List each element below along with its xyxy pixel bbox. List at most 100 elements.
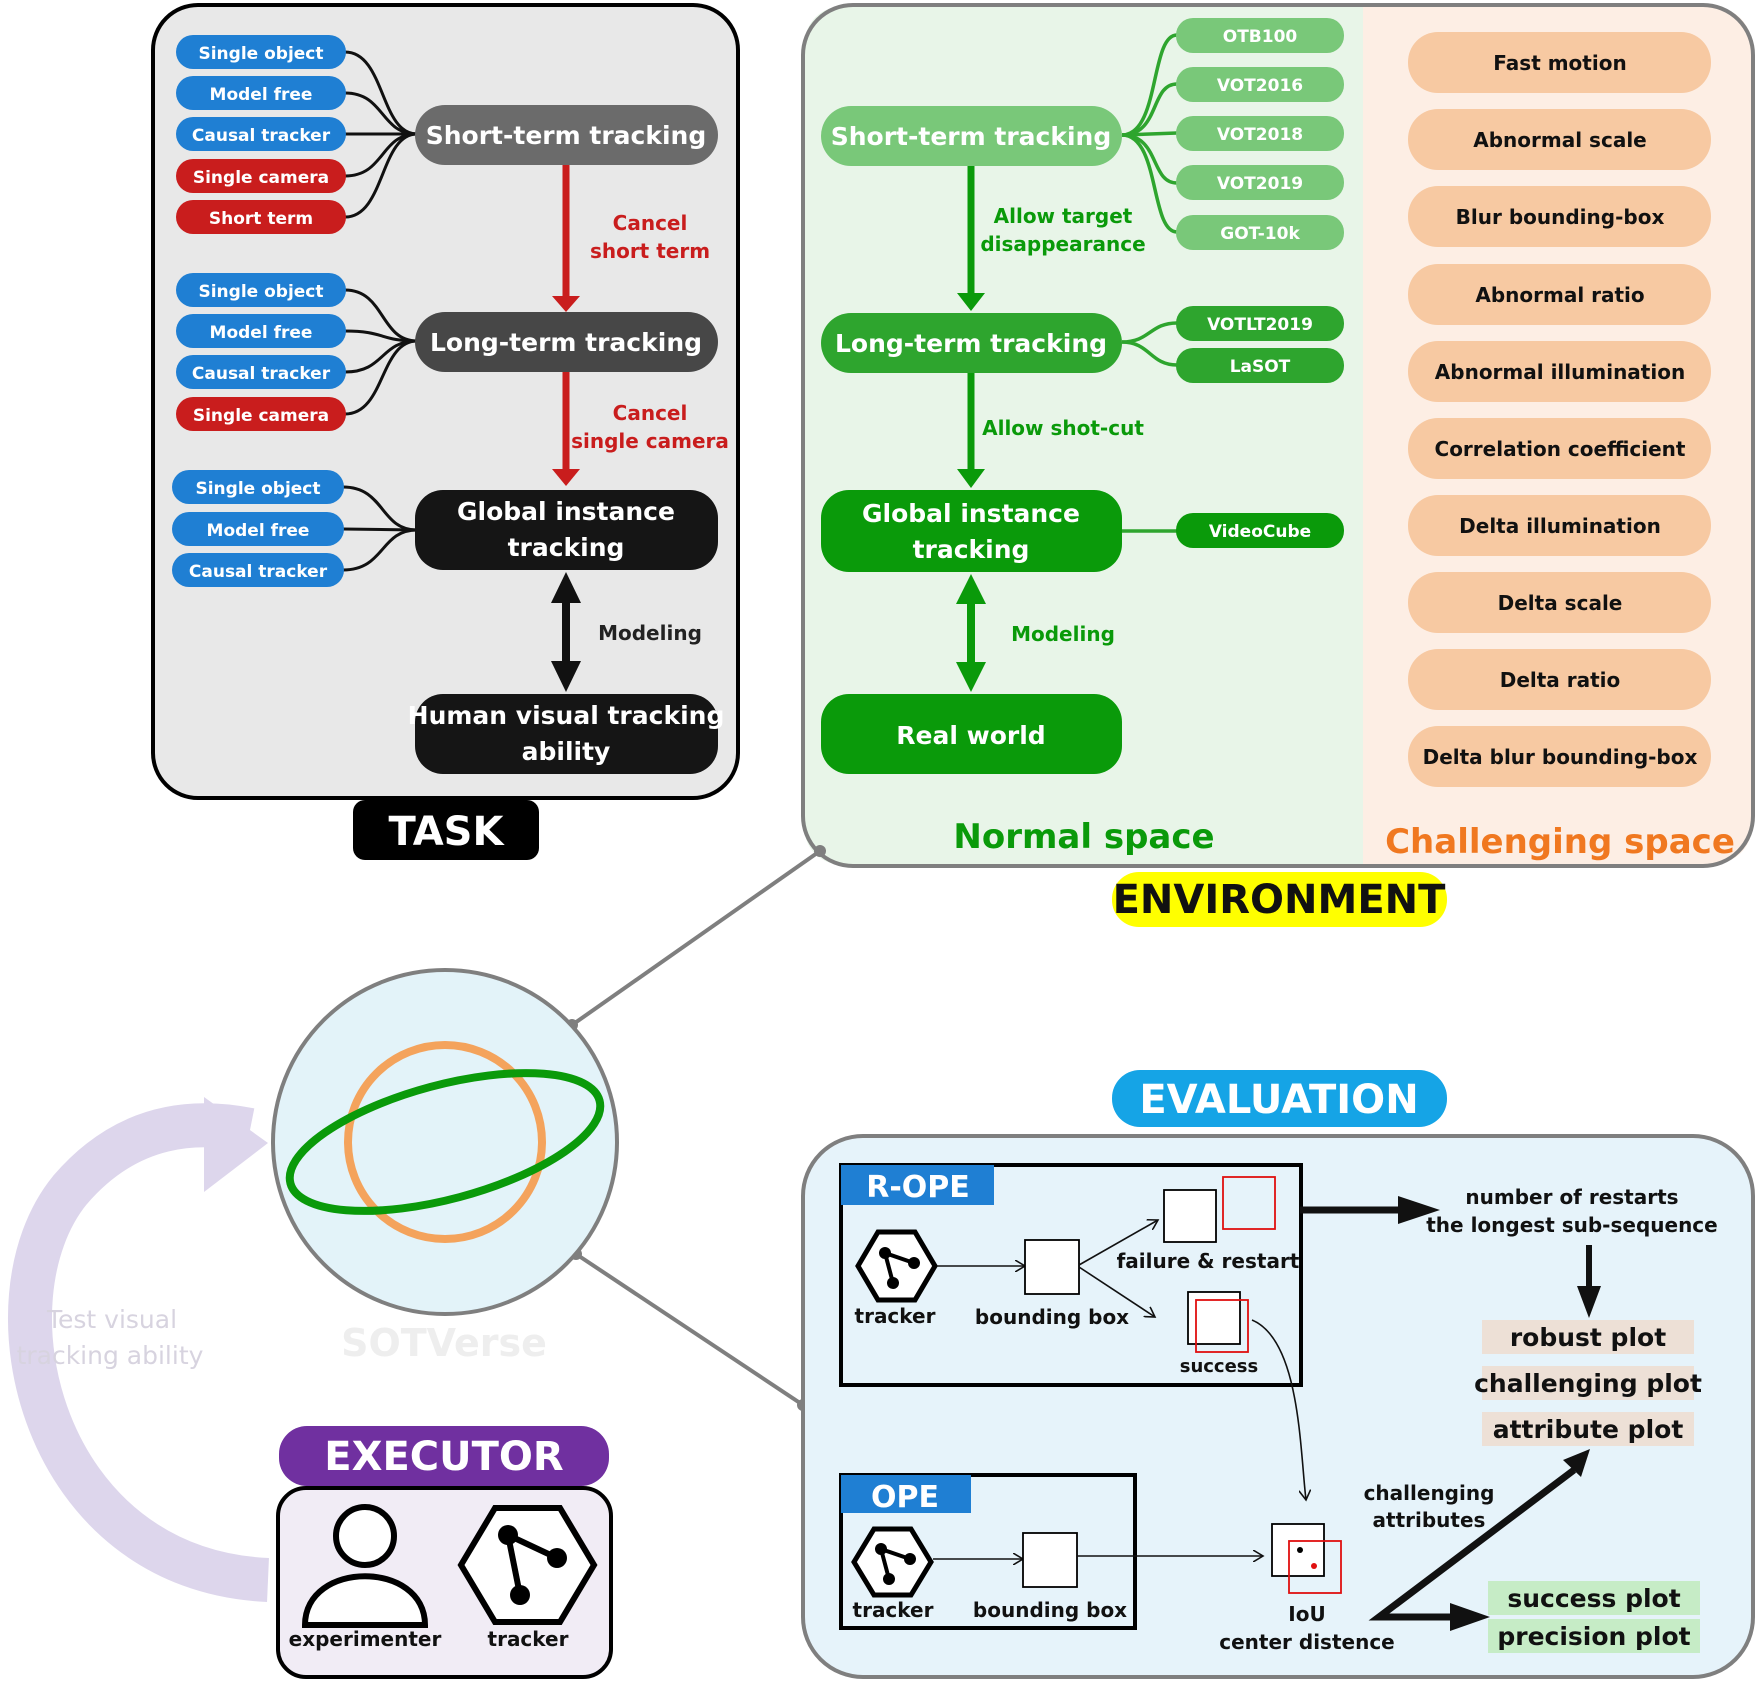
restarts-line1: number of restarts xyxy=(1465,1185,1678,1209)
challenging-space-label: Challenging space xyxy=(1385,822,1735,862)
dataset-pill: VOTLT2019 xyxy=(1176,306,1344,341)
challenge-pill: Delta ratio xyxy=(1408,649,1711,710)
challenge-pill: Fast motion xyxy=(1408,32,1711,93)
task-arrow-2-label-line1: Cancel xyxy=(613,401,688,425)
ropel-bbox-square xyxy=(1024,1239,1080,1295)
metric-line2: center distence xyxy=(1219,1630,1394,1654)
metric-line1: IoU xyxy=(1288,1602,1325,1626)
challenge-pill: Blur bounding-box xyxy=(1408,186,1711,247)
tag-single-camera: Single camera xyxy=(176,397,346,431)
plot-label: attribute plot xyxy=(1493,1415,1684,1444)
evaluation-title-badge: EVALUATION xyxy=(1112,1070,1447,1127)
ropel-box xyxy=(839,1163,1303,1387)
tag-label: Single object xyxy=(195,479,320,499)
task-arrow-3-head-down xyxy=(551,661,581,692)
ropel-arrow-to-success xyxy=(1078,1266,1155,1317)
challenge-label: Delta scale xyxy=(1498,591,1623,615)
challenge-pill: Delta blur bounding-box xyxy=(1408,726,1711,787)
node-label-line2: tracking xyxy=(508,533,625,562)
loop-label-line1: Test visual xyxy=(46,1305,177,1334)
dataset-pill: VOT2018 xyxy=(1176,116,1344,151)
env-arrow-1-label-line2: disappearance xyxy=(980,232,1145,256)
plot-robust: robust plot xyxy=(1482,1320,1694,1354)
dataset-pill: VideoCube xyxy=(1176,513,1344,548)
env-long-term-node: Long-term tracking xyxy=(821,313,1122,373)
challenging-attr-line2: attributes xyxy=(1373,1508,1486,1532)
dataset-label: GOT-10k xyxy=(1220,224,1300,244)
dataset-label: VideoCube xyxy=(1209,522,1311,542)
tag-single-object: Single object xyxy=(172,470,344,504)
tag-model-free: Model free xyxy=(176,314,346,348)
connector-dot xyxy=(814,845,826,857)
dataset-pill: VOT2019 xyxy=(1176,165,1344,200)
challenge-label: Abnormal scale xyxy=(1473,128,1646,152)
node-label: Real world xyxy=(896,721,1045,750)
task-short-connectors xyxy=(344,50,418,219)
failure-box-red xyxy=(1222,1176,1276,1230)
loop-label-line2: tracking ability xyxy=(17,1341,204,1370)
challenge-pill: Abnormal ratio xyxy=(1408,264,1711,325)
experimenter-icon xyxy=(301,1504,429,1628)
dataset-label: VOTLT2019 xyxy=(1207,315,1313,335)
challenge-label: Fast motion xyxy=(1493,51,1626,75)
dataset-pill: OTB100 xyxy=(1176,18,1344,53)
connector-to-environment xyxy=(570,849,822,1027)
plot-success: success plot xyxy=(1488,1581,1700,1615)
node-label-line2: tracking xyxy=(913,535,1030,564)
tag-label: Causal tracker xyxy=(189,562,328,582)
tag-label: Single object xyxy=(198,44,323,64)
challenge-pill: Correlation coefficient xyxy=(1408,418,1711,479)
task-global-connectors xyxy=(342,485,418,572)
env-real-world-node: Real world xyxy=(821,694,1122,774)
loop-arrow xyxy=(8,1103,270,1602)
env-short-datasets: OTB100 VOT2016 VOT2018 VOT2019 GOT-10k xyxy=(1176,18,1344,250)
plot-label: challenging plot xyxy=(1474,1369,1702,1398)
sotverse-sphere xyxy=(271,968,619,1316)
normal-space-label: Normal space xyxy=(953,817,1214,857)
challenge-list: Fast motion Abnormal scale Blur bounding… xyxy=(1408,32,1711,787)
tag-label: Model free xyxy=(207,521,310,541)
task-arrow-1-head xyxy=(552,296,580,312)
tag-label: Single object xyxy=(198,282,323,302)
failure-box-black xyxy=(1163,1189,1217,1243)
env-arrow-2-head xyxy=(957,469,985,488)
failure-label: failure & restart xyxy=(1117,1249,1300,1273)
dataset-pill: VOT2016 xyxy=(1176,67,1344,102)
sotverse-label: SOTVerse xyxy=(341,1321,547,1365)
env-arrow-3-label: Modeling xyxy=(1011,622,1115,646)
tag-single-camera: Single camera xyxy=(176,159,346,193)
tag-causal-tracker: Causal tracker xyxy=(176,117,346,151)
env-long-connectors xyxy=(1121,321,1178,367)
dataset-pill: LaSOT xyxy=(1176,348,1344,383)
challenge-pill: Abnormal scale xyxy=(1408,109,1711,170)
env-short-term-node: Short-term tracking xyxy=(821,106,1122,166)
task-long-tags: Single object Model free Causal tracker … xyxy=(176,273,346,431)
success-box-red xyxy=(1195,1299,1249,1353)
evaluation-panel: EVALUATION R-OPE tracker bounding box fa… xyxy=(801,1070,1755,1679)
node-label: Long-term tracking xyxy=(430,328,702,357)
challenge-label: Delta blur bounding-box xyxy=(1423,745,1698,769)
node-label: Long-term tracking xyxy=(835,329,1107,358)
restarts-to-plot-head xyxy=(1577,1286,1601,1318)
challenge-label: Correlation coefficient xyxy=(1435,437,1686,461)
ope-tag-bg xyxy=(841,1475,971,1513)
node-label-line2: ability xyxy=(522,737,611,766)
plot-attribute: attribute plot xyxy=(1482,1412,1694,1446)
task-arrow-2-head xyxy=(552,469,580,486)
challenge-label: Blur bounding-box xyxy=(1456,205,1665,229)
task-long-term-node: Long-term tracking xyxy=(415,312,718,372)
task-arrow-1-label-line2: short term xyxy=(590,239,710,263)
dataset-label: VOT2016 xyxy=(1217,76,1303,96)
node-label-line1: Human visual tracking xyxy=(408,701,725,730)
dataset-label: VOT2018 xyxy=(1217,125,1303,145)
task-global-tags: Single object Model free Causal tracker xyxy=(172,470,344,587)
metric-center-black xyxy=(1297,1547,1303,1553)
tag-short-term: Short term xyxy=(176,200,346,234)
connector-to-evaluation xyxy=(574,1252,805,1407)
env-arrow-1-label-line1: Allow target xyxy=(994,204,1133,228)
challenging-attr-line1: challenging xyxy=(1364,1481,1495,1505)
challenge-label: Delta illumination xyxy=(1459,514,1661,538)
ropel-arrow-to-failure xyxy=(1078,1220,1158,1266)
tag-causal-tracker: Causal tracker xyxy=(176,355,346,389)
experimenter-label: experimenter xyxy=(289,1627,442,1651)
